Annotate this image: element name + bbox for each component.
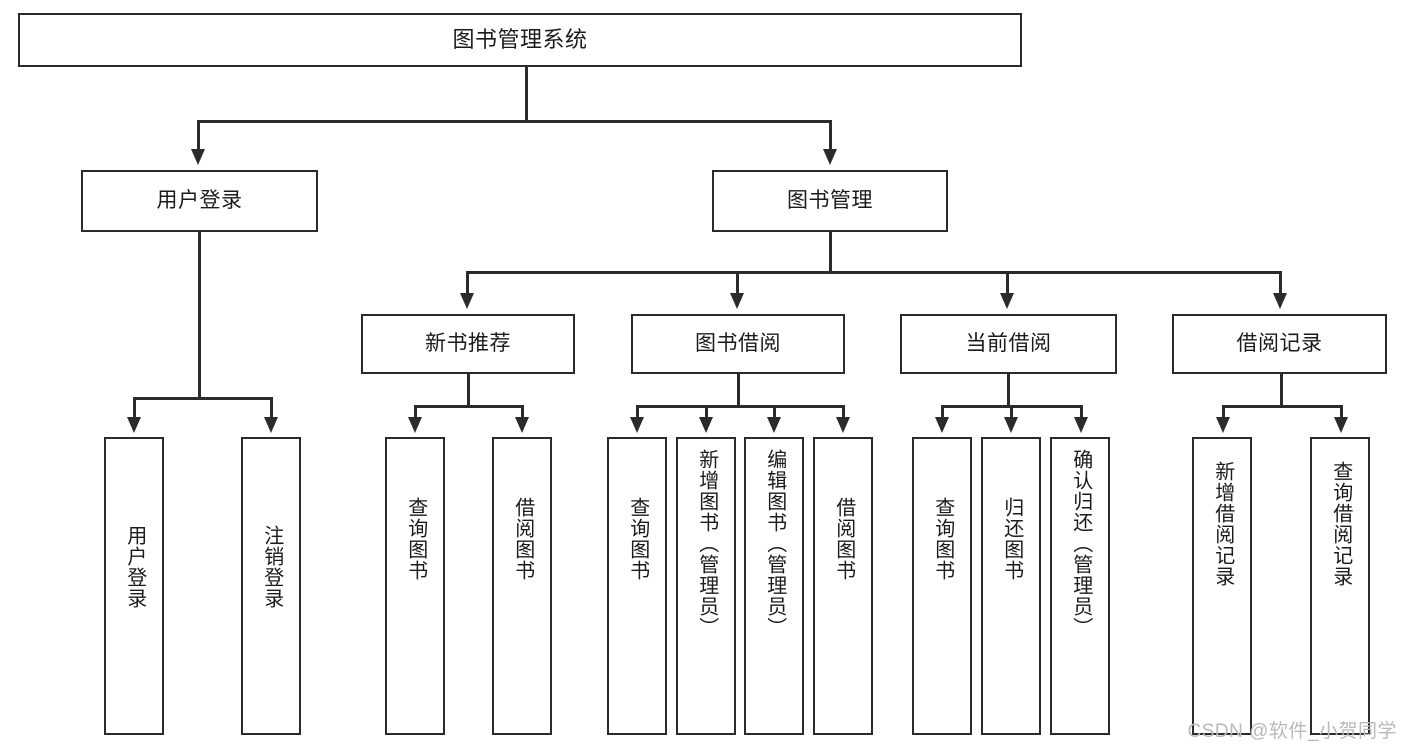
connector-current-borrow-leaf-3 (1080, 405, 1083, 419)
node-borrow-record[interactable]: 借阅记录 (1172, 314, 1387, 374)
node-label: 当前借阅 (965, 331, 1052, 355)
node-label: 借阅图书 (832, 497, 855, 581)
node-label: 新增图书（管理员） (695, 449, 718, 638)
connector-to-book-borrow (736, 271, 739, 295)
node-label: 用户登录 (156, 188, 243, 212)
node-label: 借阅图书 (511, 497, 534, 581)
node-label: 查询借阅记录 (1329, 461, 1352, 587)
node-label: 图书管理 (787, 188, 873, 212)
arrowhead-current-borrow (1000, 293, 1014, 309)
connector-new-book-leaf-1 (414, 405, 417, 419)
arrowhead-leaf-user-login (127, 417, 141, 433)
node-label: 图书管理系统 (452, 27, 588, 53)
arrowhead-leaf-query-book-1 (408, 417, 422, 433)
leaf-query-book-borrow[interactable]: 查询图书 (607, 437, 667, 735)
arrowhead-leaf-add-book (699, 417, 713, 433)
node-user-login[interactable]: 用户登录 (81, 170, 318, 232)
connector-root-stem (525, 67, 528, 120)
leaf-logout[interactable]: 注销登录 (241, 437, 301, 735)
connector-user-login-leaf-1 (133, 397, 136, 419)
connector-book-borrow-leaf-2 (705, 405, 708, 419)
arrowhead-book-borrow (730, 293, 744, 309)
arrowhead-book-manage (823, 149, 837, 165)
leaf-borrow-book-recommend[interactable]: 借阅图书 (492, 437, 552, 735)
arrowhead-leaf-query-book-2 (630, 417, 644, 433)
arrowhead-leaf-query-book-3 (935, 417, 949, 433)
leaf-return-book[interactable]: 归还图书 (981, 437, 1041, 735)
leaf-query-borrow-record[interactable]: 查询借阅记录 (1310, 437, 1370, 735)
leaf-borrow-book[interactable]: 借阅图书 (813, 437, 873, 735)
leaf-query-book-recommend[interactable]: 查询图书 (385, 437, 445, 735)
connector-current-borrow-leaf-1 (941, 405, 944, 419)
node-label: 用户登录 (123, 525, 146, 609)
node-label: 借阅记录 (1236, 331, 1323, 355)
connector-to-borrow-record (1279, 271, 1282, 295)
arrowhead-leaf-edit-book (767, 417, 781, 433)
connector-root-bus (197, 120, 831, 123)
leaf-query-book-current[interactable]: 查询图书 (912, 437, 972, 735)
leaf-user-login[interactable]: 用户登录 (104, 437, 164, 735)
connector-to-book-manage (829, 120, 832, 151)
node-root-system[interactable]: 图书管理系统 (18, 13, 1022, 67)
connector-to-new-book (466, 271, 469, 295)
connector-user-login-leaf-2 (270, 397, 273, 419)
connector-borrow-record-bus (1222, 405, 1340, 408)
arrowhead-leaf-confirm-return (1074, 417, 1088, 433)
connector-user-login-stem (198, 232, 201, 397)
connector-to-current-borrow (1006, 271, 1009, 295)
connector-borrow-record-leaf-1 (1222, 405, 1225, 419)
connector-book-borrow-leaf-4 (842, 405, 845, 419)
connector-new-book-leaf-2 (521, 405, 524, 419)
node-label: 注销登录 (260, 525, 283, 609)
connector-new-book-bus (414, 405, 521, 408)
node-book-management[interactable]: 图书管理 (712, 170, 948, 232)
connector-borrow-record-leaf-2 (1340, 405, 1343, 419)
connector-current-borrow-leaf-2 (1010, 405, 1013, 419)
node-new-book-recommend[interactable]: 新书推荐 (361, 314, 575, 374)
node-label: 新增借阅记录 (1211, 461, 1234, 587)
connector-book-manage-stem (829, 232, 832, 271)
node-label: 查询图书 (404, 497, 427, 581)
arrowhead-leaf-logout (264, 417, 278, 433)
node-label: 查询图书 (931, 497, 954, 581)
node-current-borrow[interactable]: 当前借阅 (900, 314, 1117, 374)
arrowhead-leaf-return-book (1004, 417, 1018, 433)
node-label: 查询图书 (626, 497, 649, 581)
watermark-text: CSDN @软件_小贺同学 (1187, 721, 1397, 742)
node-label: 确认归还（管理员） (1069, 449, 1092, 638)
node-book-borrow[interactable]: 图书借阅 (631, 314, 845, 374)
leaf-add-book-admin[interactable]: 新增图书（管理员） (676, 437, 736, 735)
connector-book-borrow-bus (636, 405, 842, 408)
connector-current-borrow-stem (1007, 374, 1010, 405)
connector-borrow-record-stem (1280, 374, 1283, 405)
arrowhead-new-book (460, 293, 474, 309)
leaf-edit-book-admin[interactable]: 编辑图书（管理员） (744, 437, 804, 735)
leaf-confirm-return-admin[interactable]: 确认归还（管理员） (1050, 437, 1110, 735)
node-label: 归还图书 (1000, 497, 1023, 581)
arrowhead-borrow-record (1273, 293, 1287, 309)
connector-to-user-login (197, 120, 200, 151)
arrowhead-leaf-borrow-book-2 (836, 417, 850, 433)
node-label: 新书推荐 (425, 331, 511, 355)
leaf-add-borrow-record[interactable]: 新增借阅记录 (1192, 437, 1252, 735)
connector-book-borrow-stem (737, 374, 740, 405)
node-label: 编辑图书（管理员） (763, 449, 786, 638)
node-label: 图书借阅 (695, 331, 781, 355)
connector-user-login-bus (133, 397, 270, 400)
connector-book-borrow-leaf-1 (636, 405, 639, 419)
arrowhead-leaf-add-record (1216, 417, 1230, 433)
connector-book-borrow-leaf-3 (773, 405, 776, 419)
arrowhead-user-login (191, 149, 205, 165)
connector-new-book-stem (467, 374, 470, 405)
connector-level3-bus (466, 271, 1279, 274)
arrowhead-leaf-borrow-book-1 (515, 417, 529, 433)
arrowhead-leaf-query-record (1334, 417, 1348, 433)
